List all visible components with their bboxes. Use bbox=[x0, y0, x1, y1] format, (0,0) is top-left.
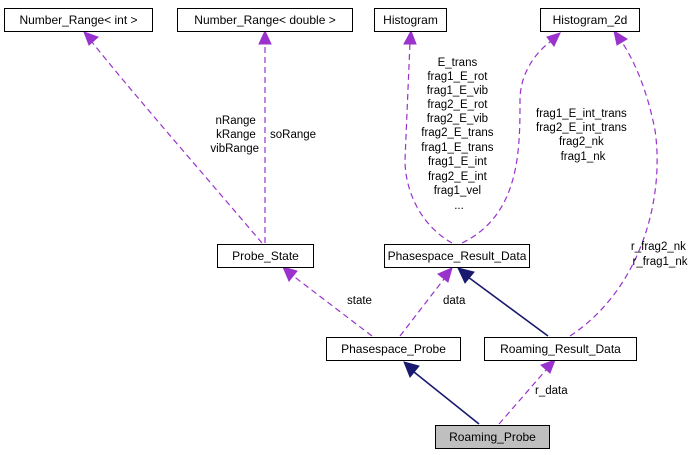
arrowhead-double-ranges bbox=[258, 29, 272, 45]
node-number-range-int-label: Number_Range< int > bbox=[19, 13, 137, 27]
node-roaming-probe-label: Roaming_Probe bbox=[449, 430, 536, 444]
edge-data bbox=[399, 278, 445, 337]
label-int-range-item: kRange bbox=[216, 129, 256, 141]
label-histogram-field: frag1_vel bbox=[434, 185, 481, 197]
label-histogram-field: frag2_E_trans bbox=[421, 127, 493, 139]
edge-int-ranges bbox=[91, 41, 263, 244]
label-int-range-item: vibRange bbox=[210, 143, 259, 155]
label-histogram-2d-fields: frag1_E_int_trans frag2_E_int_trans frag… bbox=[536, 108, 630, 163]
edge-histogram bbox=[404, 41, 453, 244]
label-histogram-field: frag2_E_int bbox=[428, 171, 488, 183]
label-histogram-field: frag1_E_vib bbox=[427, 85, 488, 97]
label-histogram-field: frag1_E_rot bbox=[427, 71, 488, 83]
label-r-data: r_data bbox=[535, 385, 568, 397]
label-double-range-item: soRange bbox=[270, 129, 316, 141]
label-double-ranges: soRange bbox=[270, 129, 316, 141]
label-int-ranges: nRange kRange vibRange bbox=[210, 115, 259, 155]
node-roaming-probe[interactable]: Roaming_Probe bbox=[435, 425, 550, 449]
arrowhead-roaming-histogram-2d bbox=[613, 29, 628, 46]
label-histogram-field: frag1_E_trans bbox=[421, 142, 493, 154]
arrowhead-r-data bbox=[540, 359, 556, 374]
node-number-range-double[interactable]: Number_Range< double > bbox=[177, 8, 353, 32]
arrowhead-histogram-2d bbox=[546, 32, 561, 47]
label-data: data bbox=[443, 295, 466, 307]
edge-roaming-histogram-2d bbox=[569, 41, 658, 337]
node-roaming-result-data-label: Roaming_Result_Data bbox=[500, 342, 621, 356]
edge-inherit-roaming-result bbox=[467, 276, 549, 337]
edge-histogram-2d bbox=[461, 39, 554, 244]
label-histogram-2d-field: frag2_E_int_trans bbox=[536, 122, 627, 134]
node-phasespace-result-data-label: Phasespace_Result_Data bbox=[388, 249, 527, 263]
node-histogram-2d[interactable]: Histogram_2d bbox=[540, 8, 640, 32]
label-roaming-histogram-2d-fields: r_frag2_nk r_frag1_nk bbox=[631, 241, 689, 268]
edge-r-data bbox=[498, 369, 547, 425]
label-histogram-field: ... bbox=[454, 200, 464, 212]
node-number-range-double-label: Number_Range< double > bbox=[194, 13, 335, 27]
label-histogram-field: frag1_E_int bbox=[428, 156, 488, 168]
arrowhead-histogram bbox=[403, 29, 417, 45]
edge-inherit-roaming-probe bbox=[413, 371, 480, 425]
label-state: state bbox=[347, 295, 372, 307]
label-histogram-2d-field: frag1_E_int_trans bbox=[536, 108, 627, 120]
label-histogram-field: E_trans bbox=[438, 57, 478, 69]
label-roaming-histogram-2d-field: r_frag2_nk bbox=[631, 241, 686, 253]
label-histogram-field: frag2_E_rot bbox=[427, 99, 488, 111]
node-phasespace-probe[interactable]: Phasespace_Probe bbox=[326, 337, 461, 361]
node-histogram-label: Histogram bbox=[383, 13, 438, 27]
node-roaming-result-data[interactable]: Roaming_Result_Data bbox=[484, 337, 637, 361]
node-number-range-int[interactable]: Number_Range< int > bbox=[4, 8, 153, 32]
node-phasespace-result-data[interactable]: Phasespace_Result_Data bbox=[384, 244, 530, 268]
arrowhead-inherit-roaming-probe bbox=[403, 361, 420, 378]
node-phasespace-probe-label: Phasespace_Probe bbox=[341, 342, 446, 356]
edge-state bbox=[291, 274, 373, 337]
arrowhead-state bbox=[282, 266, 298, 282]
arrowhead-inherit-roaming-result bbox=[457, 267, 475, 284]
node-histogram-2d-label: Histogram_2d bbox=[553, 13, 628, 27]
arrowhead-int-ranges bbox=[83, 31, 99, 46]
label-histogram-field: frag2_E_vib bbox=[427, 113, 488, 125]
node-histogram[interactable]: Histogram bbox=[374, 8, 447, 32]
label-histogram-2d-field: frag2_nk bbox=[559, 136, 604, 148]
label-int-range-item: nRange bbox=[216, 115, 256, 127]
label-histogram-2d-field: frag1_nk bbox=[561, 151, 606, 163]
node-probe-state-label: Probe_State bbox=[232, 249, 299, 263]
label-histogram-fields: E_trans frag1_E_rot frag1_E_vib frag2_E_… bbox=[421, 57, 496, 212]
node-probe-state[interactable]: Probe_State bbox=[217, 244, 314, 268]
arrowhead-data bbox=[437, 267, 453, 283]
label-roaming-histogram-2d-field: r_frag1_nk bbox=[633, 256, 688, 268]
